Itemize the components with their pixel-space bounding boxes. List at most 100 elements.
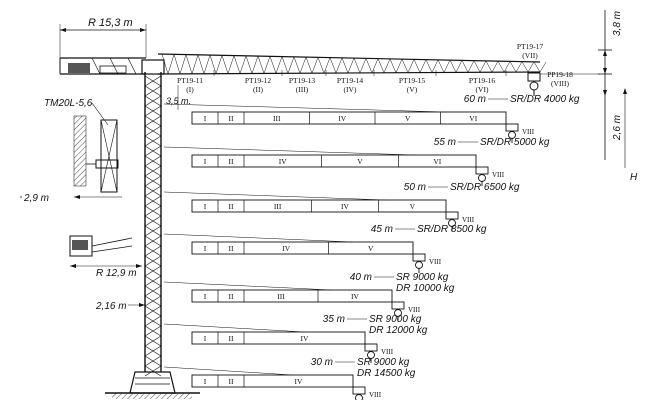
config-capacity: SR/DR 5000 kg <box>480 137 550 148</box>
config-capacity: SR 9000 kg <box>357 357 410 368</box>
jib-section-code: PT19-17 <box>517 42 544 51</box>
config-hook <box>478 174 486 182</box>
counterweight-block <box>72 240 88 250</box>
config-jib <box>191 111 507 125</box>
jib-section-code: PP19-18 <box>547 70 573 79</box>
jib-section-code: PT19-14 <box>337 76 364 85</box>
config-jib <box>191 154 477 168</box>
config-section-label: I <box>204 157 207 166</box>
config-section-label: V <box>368 244 374 253</box>
config-section-label: II <box>229 377 234 386</box>
crane-base <box>129 371 176 394</box>
config-capacity: SR/DR 4000 kg <box>510 94 580 105</box>
config-trolley <box>505 123 519 132</box>
config-trolley <box>391 301 405 310</box>
config-tip-label: VIII <box>369 391 382 399</box>
config-jib <box>191 331 366 345</box>
config-section-label: I <box>204 334 207 343</box>
config-trolley <box>412 253 426 262</box>
config-tip-label: VIII <box>522 128 535 136</box>
jib-section-code: PT19-16 <box>469 76 496 85</box>
config-trolley <box>352 386 366 395</box>
config-length: 40 m <box>350 272 372 283</box>
config-capacity: SR 9000 kg <box>396 272 449 283</box>
tie-line <box>163 103 447 113</box>
config-length: 45 m <box>371 224 393 235</box>
wall-hatch <box>73 115 87 187</box>
config-section-label: IV <box>295 377 303 386</box>
config-section-label: VI <box>469 114 477 123</box>
jib-section-code: PT19-13 <box>289 76 316 85</box>
config-section-label: VI <box>433 157 441 166</box>
config-tip-label: VIII <box>492 171 505 179</box>
config-section-label: IV <box>301 334 309 343</box>
config-capacity-dr: DR 14500 kg <box>357 368 416 379</box>
config-section-label: II <box>229 202 234 211</box>
tie-line <box>163 146 417 156</box>
height-h-label: H <box>630 172 638 183</box>
config-length: 55 m <box>434 137 456 148</box>
config-length: 30 m <box>311 357 333 368</box>
config-jib <box>191 199 447 213</box>
slewing-unit <box>141 59 165 75</box>
config-section-label: IV <box>338 114 346 123</box>
left-detail: TM20L-5,6 2,9 m R 12,9 m 2,16 m <box>20 98 145 312</box>
config-length: 35 m <box>323 314 345 325</box>
config-length: 60 m <box>464 94 486 105</box>
trolley <box>527 72 541 82</box>
mast-width-label: 2,16 m <box>95 301 127 312</box>
config-section-label: IV <box>341 202 349 211</box>
main-jib <box>157 53 547 75</box>
config-section-label: IV <box>279 157 287 166</box>
tie-line <box>163 366 294 376</box>
config-length: 50 m <box>404 182 426 193</box>
config-jib <box>191 289 393 303</box>
config-tip-label: VIII <box>429 258 442 266</box>
tie-mast <box>100 119 118 193</box>
winch <box>99 65 127 74</box>
hook-block <box>529 81 539 91</box>
jib-section-roman: (V) <box>407 85 418 94</box>
jib-section-roman: (VIII) <box>551 79 569 88</box>
radius-small-label: R 12,9 m <box>96 268 137 279</box>
config-tip-label: VIII <box>381 348 394 356</box>
counter-jib <box>59 57 146 75</box>
jib-section-roman: (VII) <box>522 51 538 60</box>
config-section-label: I <box>204 292 207 301</box>
model-label: TM20L-5,6 <box>44 98 93 109</box>
ground-hatch <box>112 393 192 399</box>
config-jib <box>191 374 354 388</box>
radius-dimension: R 15,3 m <box>59 17 147 58</box>
config-section-label: II <box>229 114 234 123</box>
counterweight <box>68 63 90 73</box>
jib-section-roman: (III) <box>296 85 309 94</box>
jib-section-roman: (II) <box>253 85 263 94</box>
config-section-label: I <box>204 244 207 253</box>
config-section-label: III <box>274 202 282 211</box>
config-section-label: I <box>204 377 207 386</box>
crane-mast <box>144 72 162 377</box>
config-hook <box>415 261 423 269</box>
jib-section-roman: (VI) <box>476 85 489 94</box>
config-section-label: V <box>410 202 416 211</box>
config-section-label: III <box>277 292 285 301</box>
tie-line <box>163 233 354 243</box>
config-hook <box>355 394 363 400</box>
jib-section-code: PT19-11 <box>177 76 203 85</box>
config-capacity: SR/DR 8500 kg <box>417 224 487 235</box>
config-trolley <box>445 211 459 220</box>
jib-section-code: PT19-15 <box>399 76 426 85</box>
jib-section-roman: (IV) <box>344 85 357 94</box>
config-section-label: II <box>229 157 234 166</box>
config-section-label: II <box>229 334 234 343</box>
model-leader <box>91 102 109 126</box>
config-section-label: II <box>229 292 234 301</box>
config-section-label: I <box>204 114 207 123</box>
